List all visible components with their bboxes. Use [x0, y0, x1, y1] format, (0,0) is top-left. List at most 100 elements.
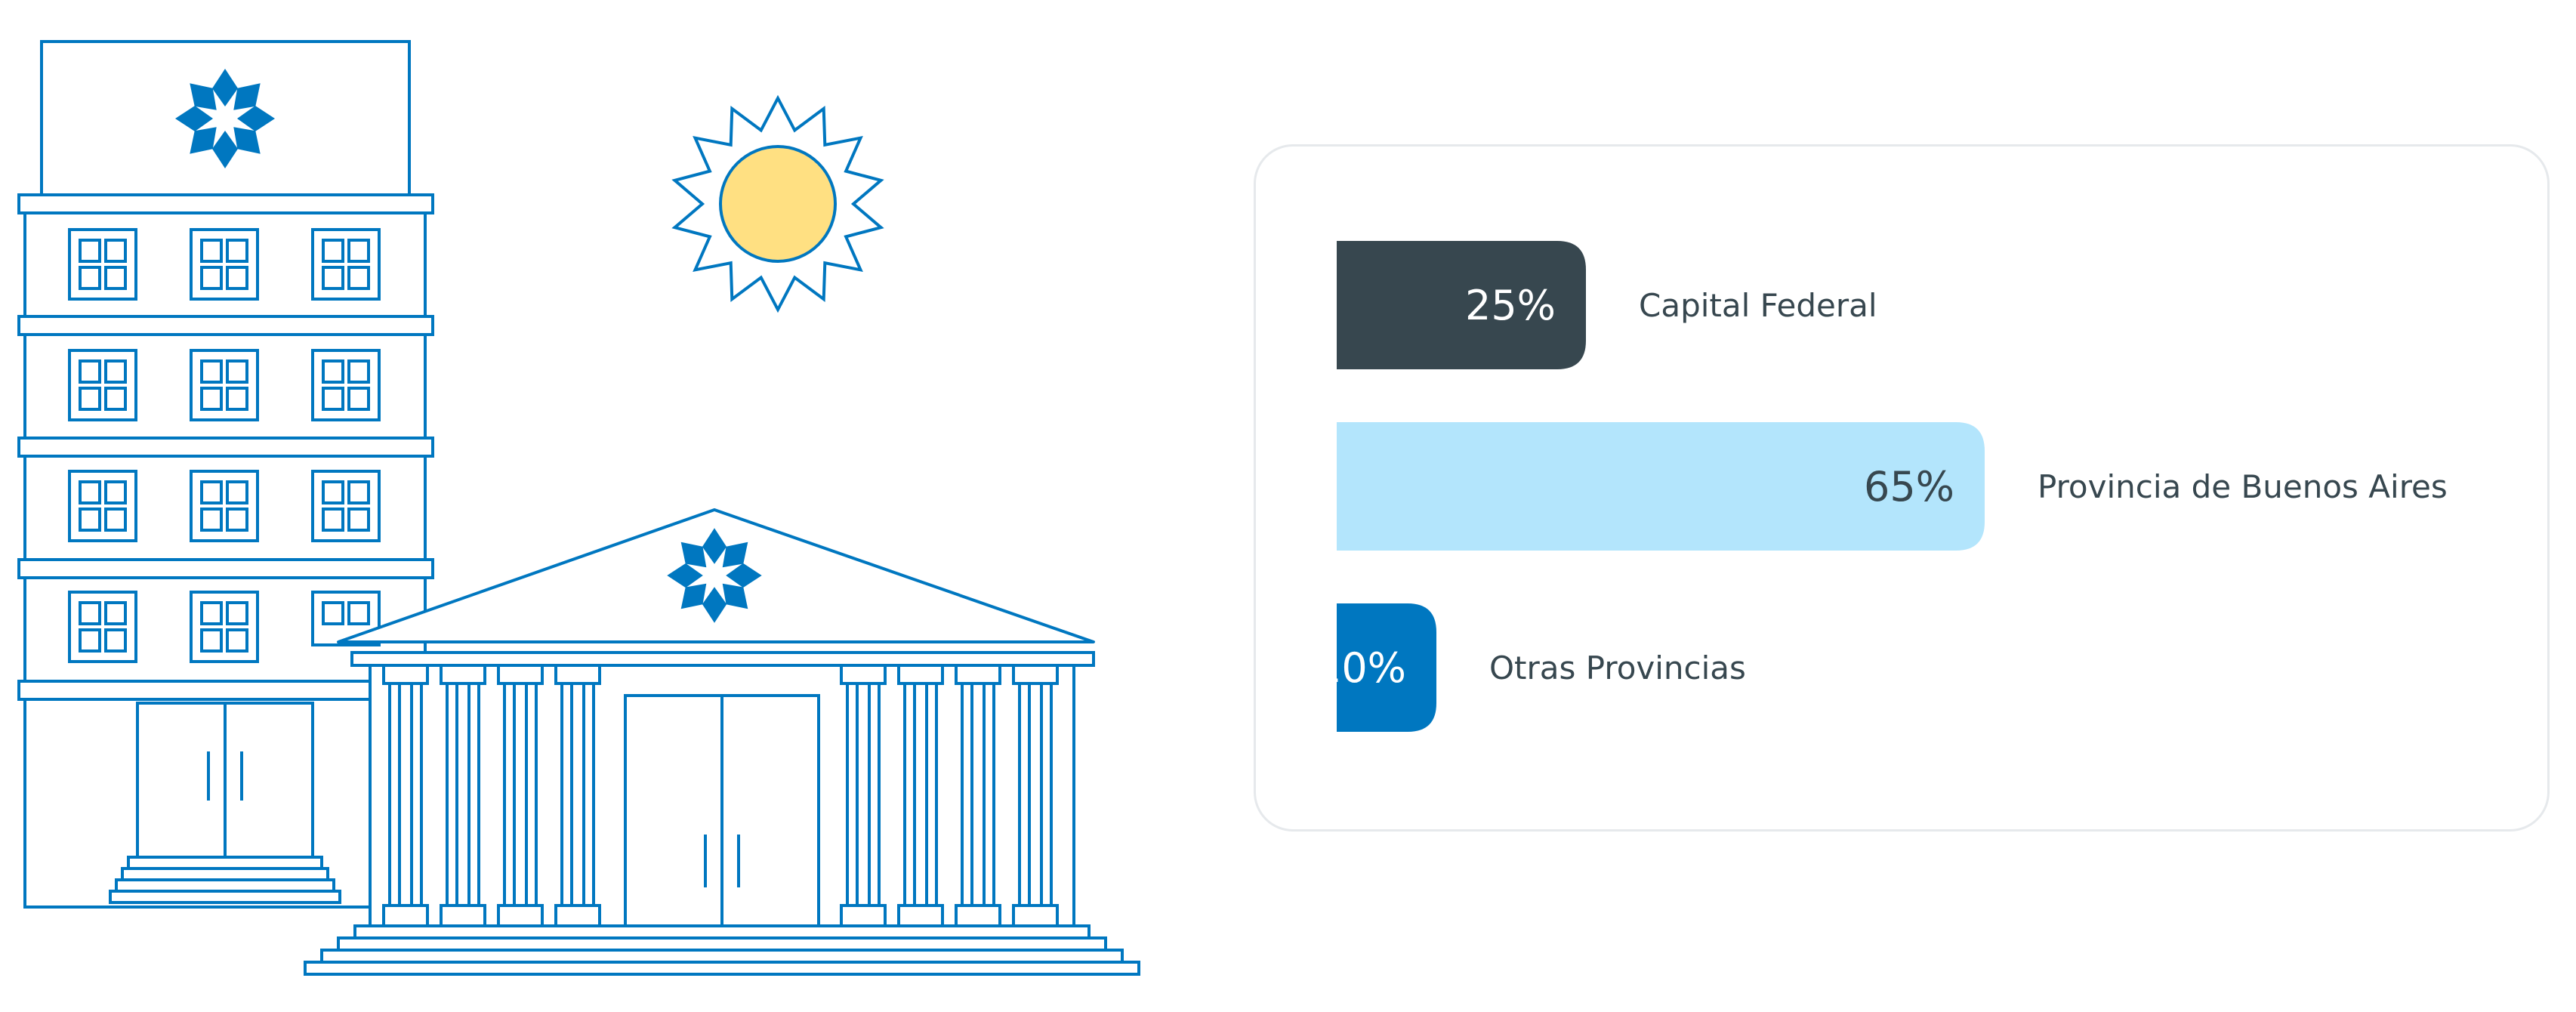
- window-pane: [200, 239, 223, 263]
- window-pane: [104, 387, 127, 411]
- emblem-petal: [233, 83, 261, 110]
- bar-category-label: Capital Federal: [1639, 287, 1877, 324]
- column-shaft: [1018, 682, 1053, 907]
- column-capital: [840, 664, 887, 685]
- window-pane: [200, 628, 223, 653]
- emblem-petal: [722, 583, 748, 609]
- window-pane: [79, 239, 101, 263]
- column-base: [382, 904, 429, 927]
- bar-1: [1337, 241, 1586, 369]
- tower-windows: [68, 228, 381, 663]
- emblem-petal: [190, 83, 217, 110]
- window-pane: [200, 266, 223, 290]
- window-pane: [104, 508, 127, 532]
- window-pane: [322, 387, 344, 411]
- sun-icon: [671, 94, 884, 313]
- emblem-petal: [237, 106, 275, 131]
- window-pane: [79, 628, 101, 653]
- emblem-petal: [175, 106, 213, 131]
- window-pane: [104, 359, 127, 384]
- window-pane: [347, 508, 370, 532]
- column-base: [1012, 904, 1059, 927]
- bar-chart: 25% Capital Federal 65% Provincia de Buenos…: [1316, 241, 2448, 732]
- column-shaft: [961, 682, 995, 907]
- window-pane: [322, 266, 344, 290]
- column-capital: [440, 664, 486, 685]
- window-pane: [104, 266, 127, 290]
- chart-card: 25% Capital Federal 65% Provincia de Buenos…: [1254, 144, 2550, 832]
- column-shaft: [903, 682, 938, 907]
- window-pane: [200, 601, 223, 625]
- column-capital: [382, 664, 429, 685]
- column-capital: [554, 664, 601, 685]
- window-pane: [200, 359, 223, 384]
- window-pane: [79, 480, 101, 504]
- window-pane: [322, 239, 344, 263]
- emblem-petal: [190, 127, 217, 154]
- bar-value-label: 10%: [1316, 644, 1406, 692]
- window-pane: [79, 266, 101, 290]
- window-pane: [226, 508, 248, 532]
- column-shaft: [560, 682, 595, 907]
- column-base: [897, 904, 944, 927]
- window-pane: [226, 359, 248, 384]
- emblem-petal: [233, 127, 261, 154]
- column-capital: [955, 664, 1001, 685]
- column-shaft: [388, 682, 423, 907]
- window-pane: [226, 239, 248, 263]
- window-pane: [347, 601, 370, 625]
- column-shaft: [846, 682, 881, 907]
- bar-3: [1337, 603, 1436, 732]
- snowflake-emblem-icon: [175, 69, 275, 168]
- emblem-petal: [702, 528, 727, 564]
- window-pane: [322, 480, 344, 504]
- window-pane: [200, 508, 223, 532]
- column-base: [554, 904, 601, 927]
- window-pane: [226, 387, 248, 411]
- window-pane: [226, 628, 248, 653]
- bar-value-label: 65%: [1864, 463, 1954, 511]
- bar-category-label: Otras Provincias: [1489, 649, 1746, 686]
- illustration: [17, 40, 1140, 976]
- bar-category-label: Provincia de Buenos Aires: [2038, 468, 2448, 505]
- column-base: [840, 904, 887, 927]
- window-pane: [322, 359, 344, 384]
- emblem-petal: [680, 541, 707, 568]
- column-capital: [1012, 664, 1059, 685]
- window-pane: [79, 508, 101, 532]
- bank-columns: [382, 664, 1059, 927]
- window-pane: [226, 266, 248, 290]
- bar-2: [1337, 422, 1985, 551]
- window-pane: [79, 601, 101, 625]
- window-pane: [347, 239, 370, 263]
- window-pane: [104, 601, 127, 625]
- emblem-petal: [667, 563, 703, 588]
- window-pane: [79, 359, 101, 384]
- column-capital: [897, 664, 944, 685]
- column-shaft: [446, 682, 480, 907]
- column-capital: [497, 664, 544, 685]
- bar-value-label: 25%: [1465, 282, 1556, 329]
- column-base: [497, 904, 544, 927]
- emblem-petal: [702, 587, 727, 623]
- office-tower: [17, 40, 434, 909]
- emblem-petal: [726, 563, 762, 588]
- window-pane: [347, 266, 370, 290]
- emblem-petal: [722, 541, 748, 568]
- window-pane: [347, 359, 370, 384]
- window-pane: [322, 508, 344, 532]
- window-pane: [347, 387, 370, 411]
- window-pane: [200, 387, 223, 411]
- window-pane: [104, 628, 127, 653]
- window-pane: [322, 601, 344, 625]
- emblem-petal: [680, 583, 707, 609]
- snowflake-emblem-icon: [667, 528, 762, 623]
- window-pane: [79, 387, 101, 411]
- column-base: [955, 904, 1001, 927]
- bank-building: [304, 508, 1140, 976]
- column-base: [440, 904, 486, 927]
- emblem-petal: [212, 131, 238, 168]
- window-pane: [200, 480, 223, 504]
- window-pane: [226, 480, 248, 504]
- emblem-petal: [212, 69, 238, 106]
